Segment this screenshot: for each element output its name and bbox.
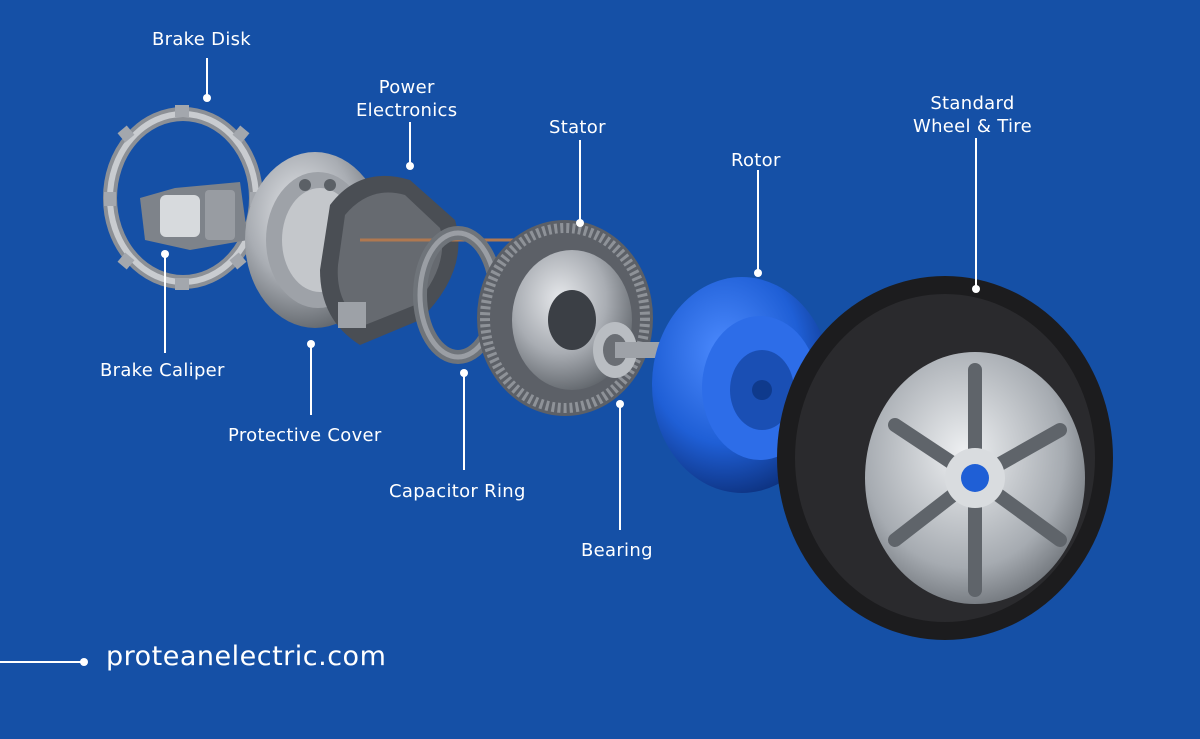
wheel-text-line2: Wheel & Tire <box>913 116 1032 137</box>
bearing-text: Bearing <box>581 540 653 561</box>
stator-part <box>477 220 653 416</box>
stator-text: Stator <box>549 117 606 138</box>
leader-lines <box>0 58 977 663</box>
brake-disk-text: Brake Disk <box>152 29 252 50</box>
rotor-text: Rotor <box>731 150 781 171</box>
label-power-electronics: Power Electronics <box>356 76 457 122</box>
label-brake-disk: Brake Disk <box>152 28 251 51</box>
label-brake-caliper: Brake Caliper <box>100 359 225 382</box>
protective-cover-text: Protective Cover <box>228 425 382 446</box>
bearing-part <box>593 322 660 378</box>
capacitor-ring-text: Capacitor Ring <box>389 481 526 502</box>
label-standard-wheel-tire: Standard Wheel & Tire <box>913 92 1032 138</box>
label-protective-cover: Protective Cover <box>228 424 382 447</box>
wheel-tire-part <box>777 276 1113 640</box>
label-capacitor-ring: Capacitor Ring <box>389 480 526 503</box>
label-rotor: Rotor <box>731 149 781 172</box>
wheel-text-line1: Standard <box>930 93 1015 114</box>
power-electronics-text-line2: Electronics <box>356 100 458 121</box>
label-stator: Stator <box>549 116 606 139</box>
power-electronics-text-line1: Power <box>378 77 435 98</box>
brake-caliper-text: Brake Caliper <box>100 360 225 381</box>
leader-dots <box>80 94 980 666</box>
website-url[interactable]: proteanelectric.com <box>106 641 387 672</box>
label-bearing: Bearing <box>581 539 653 562</box>
brake-caliper-part <box>140 182 248 250</box>
